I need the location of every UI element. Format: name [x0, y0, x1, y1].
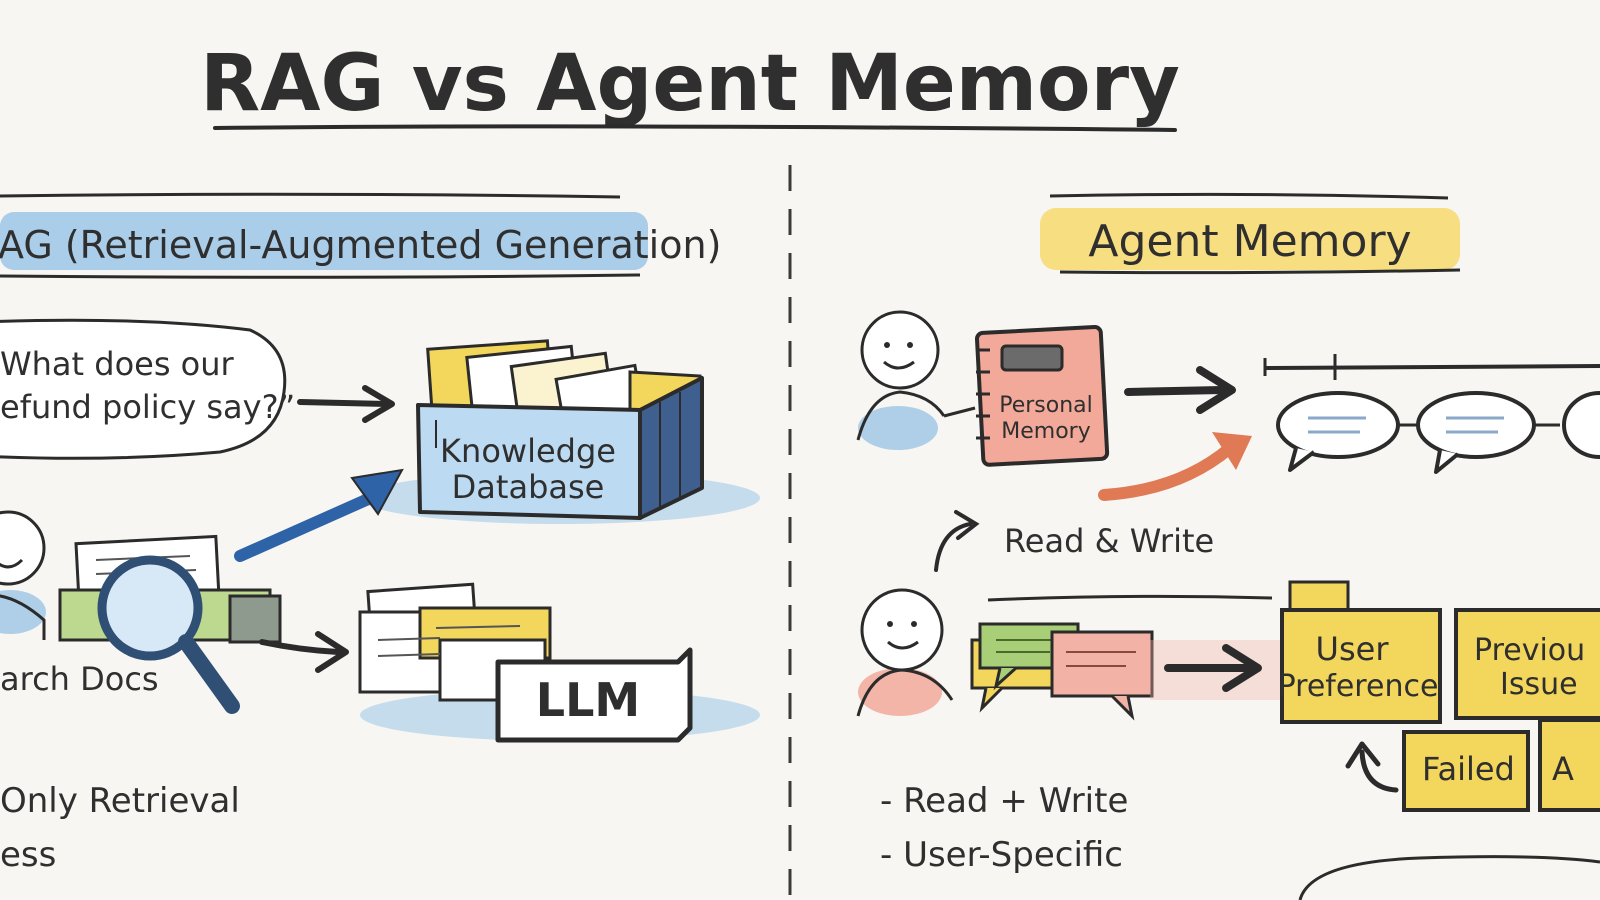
- page-title: RAG vs Agent Memory: [200, 39, 1180, 129]
- notes-topline: [987, 594, 1273, 602]
- note-partial: A: [1552, 750, 1574, 788]
- notebook-label-line-2: Memory: [1001, 419, 1090, 444]
- arrow-search-to-kb: [234, 468, 404, 562]
- rag-section: AG (Retrieval-Augmented Generation) What…: [0, 192, 760, 875]
- memory-bullet-1: - Read + Write: [880, 781, 1128, 821]
- rag-note-line-2: ess: [0, 835, 56, 875]
- read-write-annotation: Read & Write: [934, 510, 1214, 572]
- title-underline: [213, 124, 1177, 132]
- note-user-preference-line-1: User: [1316, 630, 1390, 668]
- kb-label-line-2: Database: [452, 468, 605, 506]
- question-line-1: What does our: [0, 345, 235, 383]
- llm-label: LLM: [536, 673, 640, 727]
- memory-heading-underline: [1059, 268, 1461, 275]
- personal-memory-notebook: Personal Memory: [974, 325, 1110, 467]
- curved-arrow-icon: [1359, 749, 1399, 793]
- arrow-question-to-kb: [297, 385, 395, 423]
- search-docs-label: arch Docs: [0, 660, 159, 698]
- memory-heading: Agent Memory: [1088, 216, 1411, 267]
- note-previous-line-2: Issue: [1500, 667, 1578, 702]
- note-user-preference-line-2: Preference: [1278, 669, 1439, 704]
- llm-group: LLM: [358, 582, 760, 743]
- rag-heading-topline: [0, 192, 621, 199]
- memory-heading-topline: [1049, 192, 1449, 200]
- rag-heading: AG (Retrieval-Augmented Generation): [0, 223, 721, 267]
- memory-heading-highlight: [1040, 208, 1460, 270]
- memory-user-figure-top: [856, 310, 976, 450]
- memory-section: Agent Memory Personal Memory: [856, 192, 1600, 900]
- rag-heading-highlight: [0, 212, 648, 270]
- arrow-search-to-llm: [259, 631, 349, 673]
- note-previous-line-1: Previou: [1474, 633, 1585, 668]
- partial-bubble-bottom: [1298, 855, 1600, 900]
- arrow-write-memory: [1098, 432, 1252, 501]
- question-bubble: [0, 318, 287, 460]
- memory-bullet-2: - User-Specific: [880, 835, 1123, 875]
- chat-bubble-icon: [1276, 391, 1400, 472]
- chat-bubble-icon: [1562, 391, 1600, 459]
- read-write-label: Read & Write: [1004, 522, 1214, 560]
- conversation-timeline: [1263, 354, 1600, 474]
- magnifier-icon: [97, 555, 203, 661]
- memory-user-figure-bottom: [856, 588, 954, 717]
- rag-note-line-1: Only Retrieval: [0, 781, 240, 821]
- arrow-notebook-to-timeline: [1124, 366, 1236, 414]
- knowledge-database: Knowledge Database: [360, 339, 760, 524]
- chat-bubble-icon: [1416, 391, 1536, 474]
- kb-label-line-1: Knowledge: [440, 432, 616, 470]
- search-docs: arch Docs: [0, 534, 282, 714]
- chat-notes-cluster: [970, 622, 1154, 721]
- memory-sticky-notes: User Preference Previou Issue Failed A: [1278, 580, 1600, 812]
- note-failed: Failed: [1422, 750, 1515, 788]
- rag-user-figure: [0, 510, 46, 640]
- notebook-label-line-1: Personal: [999, 393, 1093, 418]
- curved-arrow-icon: [934, 522, 972, 572]
- question-line-2: efund policy say?”: [0, 388, 295, 426]
- arrow-chats-to-notes: [1150, 640, 1280, 700]
- title-group: RAG vs Agent Memory: [200, 39, 1180, 132]
- rag-heading-underline: [0, 273, 641, 279]
